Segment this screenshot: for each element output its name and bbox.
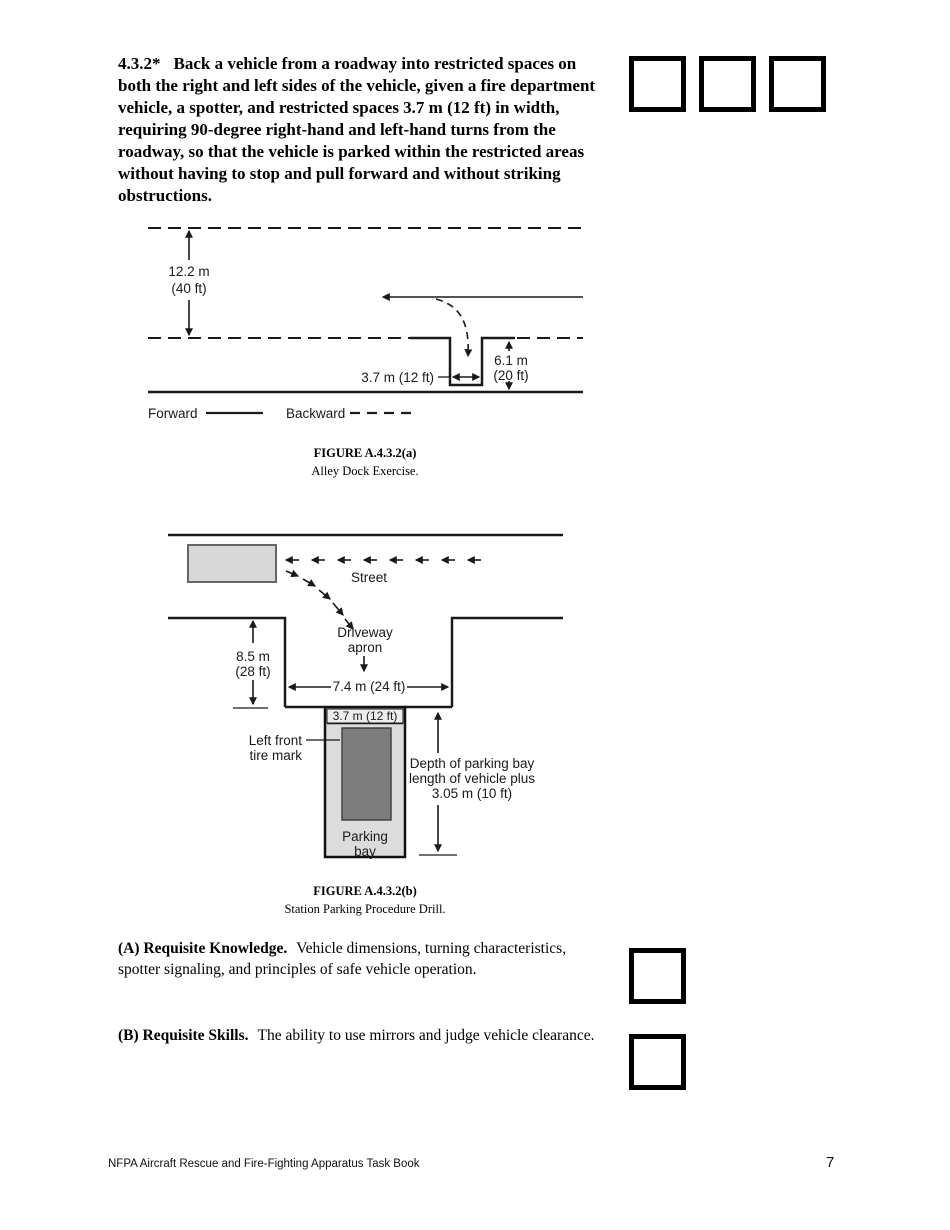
bay-width-label: 3.7 m (12 ft): [333, 709, 398, 723]
figure-b-caption-subtitle: Station Parking Procedure Drill.: [284, 902, 446, 916]
section-a-body: Vehicle dimensions, turning characterist…: [118, 940, 567, 978]
road-width-label-ft: (40 ft): [171, 281, 206, 296]
task-section-number: 4.3.2*: [118, 54, 161, 73]
figure-a-caption-subtitle: Alley Dock Exercise.: [311, 464, 419, 478]
task-text: Back a vehicle from a roadway into restr…: [118, 54, 596, 205]
section-requisite-knowledge: (A) Requisite Knowledge.Vehicle dimensio…: [118, 938, 604, 980]
dock-depth-label-ft: (20 ft): [493, 368, 528, 383]
driveway-apron-label-1: Driveway: [337, 625, 393, 640]
street-label: Street: [351, 570, 387, 585]
right-wall-outline: [450, 616, 563, 707]
figure-b-caption: FIGURE A.4.3.2(b) Station Parking Proced…: [160, 882, 570, 918]
parked-vehicle-rectangle: [341, 727, 392, 821]
bay-depth-label-2: length of vehicle plus: [409, 771, 535, 786]
station-parking-diagram: Street Driveway apron 8.5 m (28 ft) 7.4 …: [168, 533, 563, 859]
vehicle-rectangle: [187, 544, 277, 583]
backing-path-arrows: [285, 569, 354, 630]
tire-mark-label-2: tire mark: [249, 748, 302, 763]
legend-forward-label: Forward: [148, 406, 198, 421]
footer-page-number: 7: [826, 1154, 835, 1171]
parking-bay-label-2: bay: [354, 844, 376, 859]
section-b-heading: (B) Requisite Skills.: [118, 1027, 249, 1044]
bay-depth-label-3: 3.05 m (10 ft): [432, 786, 512, 801]
section-b-body: The ability to use mirrors and judge veh…: [257, 1027, 595, 1044]
dock-depth-label-m: 6.1 m: [494, 353, 528, 368]
road-width-label-m: 12.2 m: [168, 264, 209, 279]
figure-a-caption-title: FIGURE A.4.3.2(a): [313, 446, 417, 460]
apron-depth-label-m: 8.5 m: [236, 649, 270, 664]
apron-width-label: 7.4 m (24 ft): [333, 679, 406, 694]
driveway-apron-label-2: apron: [348, 640, 383, 655]
figure-b-caption-title: FIGURE A.4.3.2(b): [313, 884, 417, 898]
figure-a-caption: FIGURE A.4.3.2(a) Alley Dock Exercise.: [140, 444, 590, 480]
task-paragraph: 4.3.2*Back a vehicle from a roadway into…: [118, 53, 605, 207]
section-requisite-skills: (B) Requisite Skills. The ability to use …: [118, 1025, 604, 1046]
left-wall-outline: [168, 616, 287, 707]
dock-width-label: 3.7 m (12 ft): [361, 370, 434, 385]
legend-backward-label: Backward: [286, 406, 345, 421]
backward-path-arrow: [435, 298, 473, 358]
alley-dock-diagram: 12.2 m (40 ft) 3.7 m (12 ft) 6.1 m (20 f…: [148, 227, 583, 421]
tire-mark-label-1: Left front: [249, 733, 303, 748]
dock-notch-outline: [410, 336, 515, 387]
knowledge-checkbox[interactable]: [629, 948, 686, 1004]
section-a-heading: (A) Requisite Knowledge.: [118, 940, 288, 957]
bay-depth-label-1: Depth of parking bay: [410, 756, 535, 771]
apron-depth-label-ft: (28 ft): [235, 664, 270, 679]
task-checkbox-2[interactable]: [699, 56, 756, 112]
skills-checkbox[interactable]: [629, 1034, 686, 1090]
parking-bay-label-1: Parking: [342, 829, 388, 844]
footer-book-title: NFPA Aircraft Rescue and Fire-Fighting A…: [108, 1158, 420, 1170]
task-checkbox-1[interactable]: [629, 56, 686, 112]
task-checkbox-3[interactable]: [769, 56, 826, 112]
